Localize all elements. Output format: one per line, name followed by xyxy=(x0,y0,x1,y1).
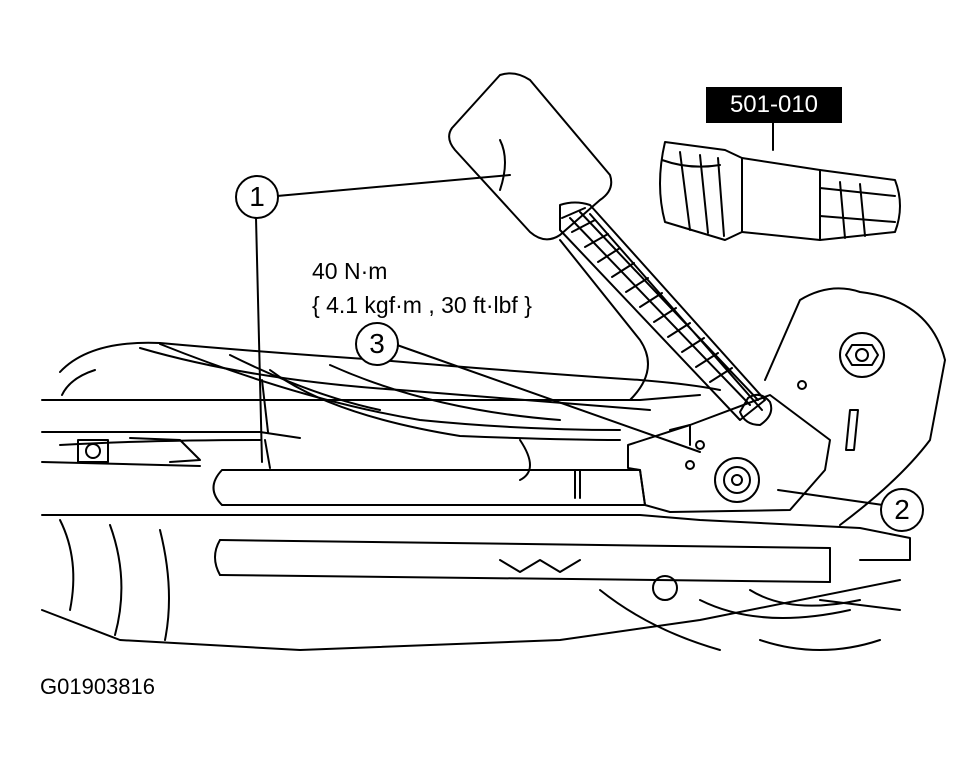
callout-1: 1 xyxy=(235,175,279,219)
leader-line-2 xyxy=(777,489,884,506)
leader-lines xyxy=(255,174,884,506)
callout-2: 2 xyxy=(880,488,924,532)
buckle-bar xyxy=(212,394,831,513)
callout-3: 3 xyxy=(355,322,399,366)
figure-id: G01903816 xyxy=(40,674,155,699)
leader-line-1 xyxy=(276,174,511,197)
anchor-plate xyxy=(764,287,946,526)
seat-belt-buckle xyxy=(448,72,773,426)
leader-line-3 xyxy=(396,344,701,453)
torque-value-alt-units: { 4.1 kgf·m , 30 ft·lbf } xyxy=(312,292,532,318)
special-tool-socket xyxy=(659,122,901,241)
seat-track xyxy=(41,514,911,651)
torque-spec: 40 N·m { 4.1 kgf·m , 30 ft·lbf } xyxy=(312,254,532,322)
special-tool-number: 501-010 xyxy=(706,87,842,123)
leader-line-1b xyxy=(255,217,263,463)
seat-frame xyxy=(41,341,721,481)
torque-value-nm: 40 N·m xyxy=(312,258,388,284)
